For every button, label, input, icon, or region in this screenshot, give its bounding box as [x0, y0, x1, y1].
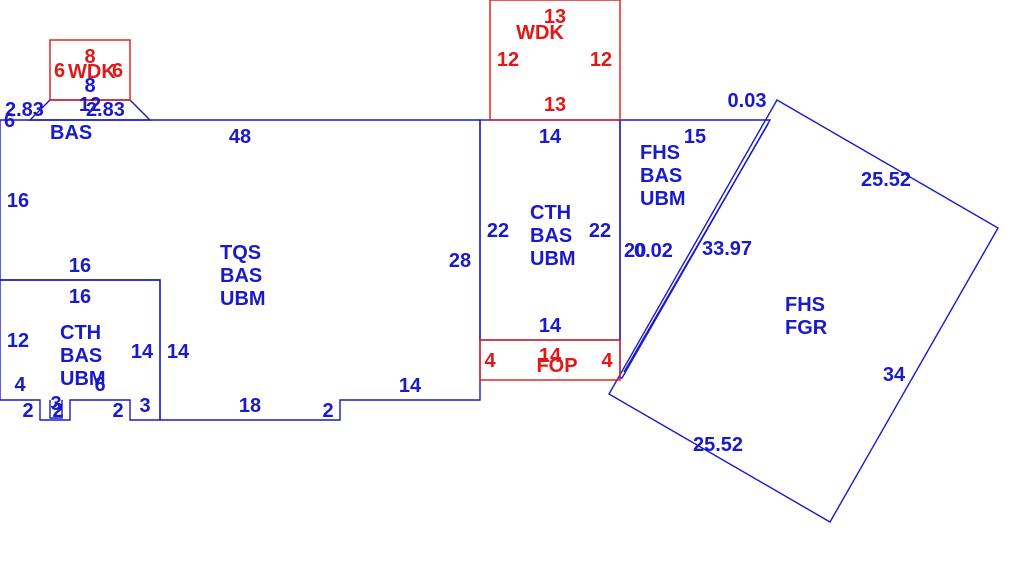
tqs-code-1: TQS	[220, 242, 261, 264]
wdk-small-dim-inner: 8	[84, 75, 95, 97]
bas-small-dim-side: 6	[4, 110, 15, 132]
cth-center-dim-left: 22	[487, 220, 509, 242]
wdk-small-dim-left: 6	[54, 60, 65, 82]
cth-left-dim-b4: 6	[94, 374, 105, 396]
fhs-strip-code-1: FHS	[640, 142, 680, 164]
tqs-dim-bottom-left: 18	[239, 395, 261, 417]
fop-dim-right: 4	[601, 350, 613, 372]
fhs-strip-dim-left: 20	[624, 240, 646, 262]
wdk-small-dim-top: 8	[84, 46, 95, 68]
cth-center-dim-top: 14	[539, 126, 562, 148]
cth-left-dim-b5: 2	[112, 400, 123, 422]
cth-left-dim-right: 14	[131, 341, 154, 363]
cth-left-dim-top-inner: 16	[69, 286, 91, 308]
fhs-strip-inner-line	[623, 123, 769, 373]
fhs-strip-dim-corner: 0.03	[728, 90, 767, 112]
cth-center-code-2: BAS	[530, 225, 572, 247]
bas-small-dim-right: 2.83	[86, 99, 125, 121]
cth-center-dim-right: 22	[589, 220, 611, 242]
cth-center-code-3: UBM	[530, 248, 576, 270]
fhs-fgr-code-1: FHS	[785, 294, 825, 316]
cth-left-dim-b2: 3	[50, 393, 61, 415]
wdk-top-outline	[489, 0, 621, 121]
cth-left-dim-b3: 2	[52, 400, 63, 422]
wdk-top-code: WDK	[516, 22, 564, 44]
fhs-strip-code-2: BAS	[640, 165, 682, 187]
fop-outline	[479, 339, 621, 381]
wdk-small-code: WDK	[68, 61, 116, 83]
tqs-dim-top: 48	[229, 126, 251, 148]
cth-left-outline	[0, 279, 161, 421]
wdk-small-outline	[49, 39, 131, 101]
fhs-fgr-dim-right: 34	[883, 364, 906, 386]
bas-small-dim-top: 12	[79, 94, 101, 116]
fhs-strip-dim-top: 15	[684, 126, 706, 148]
wdk-top-dim-bottom: 13	[544, 94, 566, 116]
fhs-strip-dim-middle: 0.02	[634, 240, 673, 262]
wdk-top-dim-left: 12	[497, 49, 519, 71]
tqs-dim-right: 28	[449, 250, 471, 272]
cth-left-code-1: CTH	[60, 322, 101, 344]
wdk-top-dim-top: 13	[544, 6, 566, 28]
tqs-code-2: BAS	[220, 265, 262, 287]
tqs-dim-step: 2	[322, 400, 333, 422]
bas-small-dim-left: 2.83	[5, 99, 44, 121]
fhs-strip-code-3: UBM	[640, 188, 686, 210]
tqs-dim-left: 16	[7, 190, 29, 212]
bas-small-code: BAS	[50, 122, 92, 144]
cth-left-dim-b6: 3	[139, 395, 150, 417]
fop-dim-left: 4	[484, 350, 496, 372]
cth-left-code-3: UBM	[60, 368, 106, 390]
tqs-code-3: UBM	[220, 288, 266, 310]
cth-center-code-1: CTH	[530, 202, 571, 224]
cth-left-dim-left: 12	[7, 330, 29, 352]
cth-center-dim-bottom: 14	[539, 315, 562, 337]
tqs-dim-bottom-right: 14	[399, 375, 422, 397]
fhs-fgr-dim-bottom: 25.52	[693, 434, 743, 456]
fhs-strip-outline	[619, 119, 772, 379]
fhs-strip-dim-right: 33.97	[702, 238, 752, 260]
cth-left-code-2: BAS	[60, 345, 102, 367]
cth-left-notch	[49, 400, 63, 419]
fhs-fgr-code-2: FGR	[785, 317, 828, 339]
fhs-fgr-dim-top: 25.52	[861, 169, 911, 191]
cth-left-dim-top: 16	[69, 255, 91, 277]
fop-code: FOP	[536, 355, 577, 377]
wdk-top-dim-right: 12	[590, 49, 612, 71]
fhs-fgr-outline	[608, 99, 999, 523]
cth-left-dim-b1: 2	[22, 400, 33, 422]
tqs-dim-inner-right: 14	[167, 341, 190, 363]
wdk-small-dim-right: 6	[112, 60, 123, 82]
cth-left-dim-lower-left: 4	[14, 374, 26, 396]
fop-dim-top: 14	[539, 345, 562, 367]
